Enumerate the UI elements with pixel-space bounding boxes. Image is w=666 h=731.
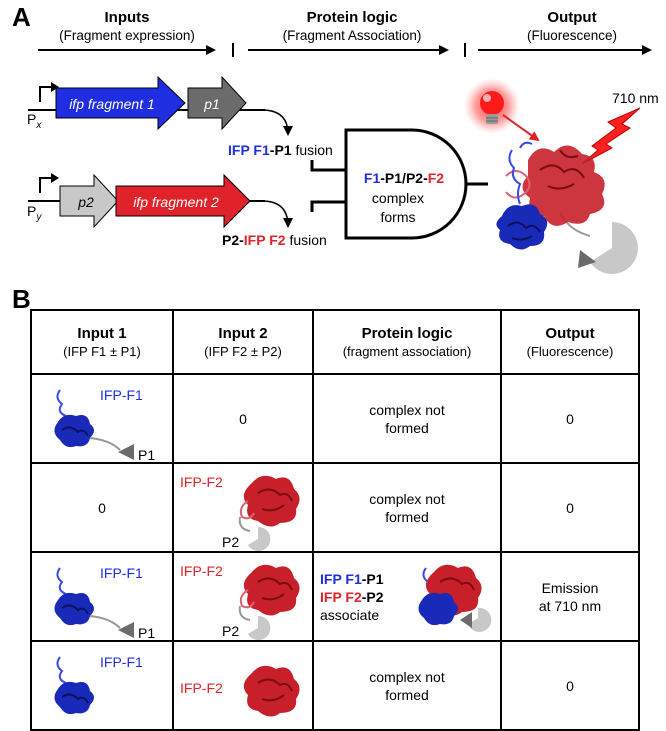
gate-line3: forms bbox=[381, 209, 416, 225]
svg-text:associate: associate bbox=[320, 607, 379, 623]
table-header-row: Input 1(IFP F1 ± P1) Input 2(IFP F2 ± P2… bbox=[30, 309, 640, 375]
table-row: IFP-F1 P1 IFP-F2 P2 IFP F1-P1 IFP F2-P2 … bbox=[30, 551, 640, 642]
fusion1-label: IFP F1-P1 fusion bbox=[228, 142, 333, 158]
row4-input1: IFP-F1 bbox=[30, 640, 174, 731]
light-bulb-icon bbox=[464, 78, 520, 134]
ifp-fragment-1-label: ifp fragment 1 bbox=[69, 96, 155, 112]
truth-table: Input 1(IFP F1 ± P1) Input 2(IFP F2 ± P2… bbox=[30, 309, 640, 731]
gate-line1: F1-P1/P2-F2 bbox=[364, 170, 444, 186]
row1-input2: 0 bbox=[172, 373, 314, 464]
f2-p2-structure: IFP-F2 P2 bbox=[180, 474, 300, 551]
col-header-input1: Input 1(IFP F1 ± P1) bbox=[30, 309, 174, 375]
fusion2-label: P2-IFP F2 fusion bbox=[222, 232, 327, 248]
row3-input1: IFP-F1 P1 bbox=[30, 551, 174, 642]
promoter-x: Px bbox=[27, 111, 42, 131]
promoter-y: Py bbox=[27, 203, 42, 223]
header-output-subtitle: (Fluorescence) bbox=[527, 28, 617, 43]
col-header-logic: Protein logic(fragment association) bbox=[312, 309, 502, 375]
svg-text:P2: P2 bbox=[222, 534, 239, 550]
svg-text:P1: P1 bbox=[138, 625, 155, 640]
ifp-complex-structure bbox=[496, 141, 638, 274]
svg-text:IFP F1-P1: IFP F1-P1 bbox=[320, 571, 384, 587]
ifp-fragment-2-arrow bbox=[115, 173, 251, 229]
row3-input2: IFP-F2 P2 bbox=[172, 551, 314, 642]
p2-label: p2 bbox=[77, 194, 94, 210]
row2-output: 0 bbox=[500, 462, 640, 553]
svg-text:IFP-F2: IFP-F2 bbox=[180, 563, 223, 579]
wavelength-label: 710 nm bbox=[612, 90, 659, 106]
gate-line2: complex bbox=[372, 190, 424, 206]
panel-b-label: B bbox=[12, 284, 31, 314]
panel-a-label: A bbox=[12, 2, 31, 32]
row4-output: 0 bbox=[500, 640, 640, 731]
f2-structure: IFP-F2 bbox=[180, 665, 300, 717]
header-logic-title: Protein logic bbox=[307, 9, 398, 26]
p2-arrow bbox=[59, 173, 119, 229]
and-gate: F1-P1/P2-F2 complex forms bbox=[310, 128, 488, 240]
row1-output: 0 bbox=[500, 373, 640, 464]
svg-text:IFP F2-P2: IFP F2-P2 bbox=[320, 589, 384, 605]
f1-structure: IFP-F1 bbox=[54, 654, 143, 714]
timeline-arrows bbox=[38, 43, 652, 57]
col-header-input2: Input 2(IFP F2 ± P2) bbox=[172, 309, 314, 375]
row2-input2: IFP-F2 P2 bbox=[172, 462, 314, 553]
row4-input2: IFP-F2 bbox=[172, 640, 314, 731]
gene-construct-2: Py p2 ifp fragment 2 bbox=[27, 173, 293, 229]
header-inputs-title: Inputs bbox=[105, 9, 150, 26]
col-header-output: Output(Fluorescence) bbox=[500, 309, 640, 375]
svg-text:P1: P1 bbox=[138, 447, 155, 462]
row1-input1: IFP-F1 P1 bbox=[30, 373, 174, 464]
p1-arrow bbox=[187, 75, 247, 131]
panel-a: A Inputs (Fragment expression) Protein l… bbox=[12, 2, 659, 274]
f1-p1-structure: IFP-F1 P1 bbox=[54, 565, 155, 640]
complex-associate: IFP F1-P1 IFP F2-P2 associate bbox=[320, 564, 492, 632]
svg-text:IFP-F2: IFP-F2 bbox=[180, 474, 223, 490]
svg-text:P2: P2 bbox=[222, 623, 239, 639]
gene-construct-1: Px ifp fragment 1 p1 bbox=[27, 75, 293, 136]
header-logic-subtitle: (Fragment Association) bbox=[283, 28, 422, 43]
header-output-title: Output bbox=[547, 9, 596, 26]
ifp-fragment-1-arrow bbox=[55, 75, 186, 131]
f1-p1-structure: IFP-F1 P1 bbox=[54, 387, 155, 462]
row3-logic: IFP F1-P1 IFP F2-P2 associate bbox=[312, 551, 502, 642]
f2-p2-structure: IFP-F2 P2 bbox=[180, 563, 300, 640]
header-inputs-subtitle: (Fragment expression) bbox=[59, 28, 195, 43]
svg-text:IFP-F1: IFP-F1 bbox=[100, 565, 143, 581]
svg-text:IFP-F1: IFP-F1 bbox=[100, 654, 143, 670]
p1-label: p1 bbox=[203, 96, 220, 112]
svg-text:IFP-F1: IFP-F1 bbox=[100, 387, 143, 403]
svg-text:IFP-F2: IFP-F2 bbox=[180, 680, 223, 696]
ifp-fragment-2-label: ifp fragment 2 bbox=[133, 194, 219, 210]
emission-bolt-icon bbox=[581, 107, 641, 165]
row2-input1: 0 bbox=[30, 462, 174, 553]
